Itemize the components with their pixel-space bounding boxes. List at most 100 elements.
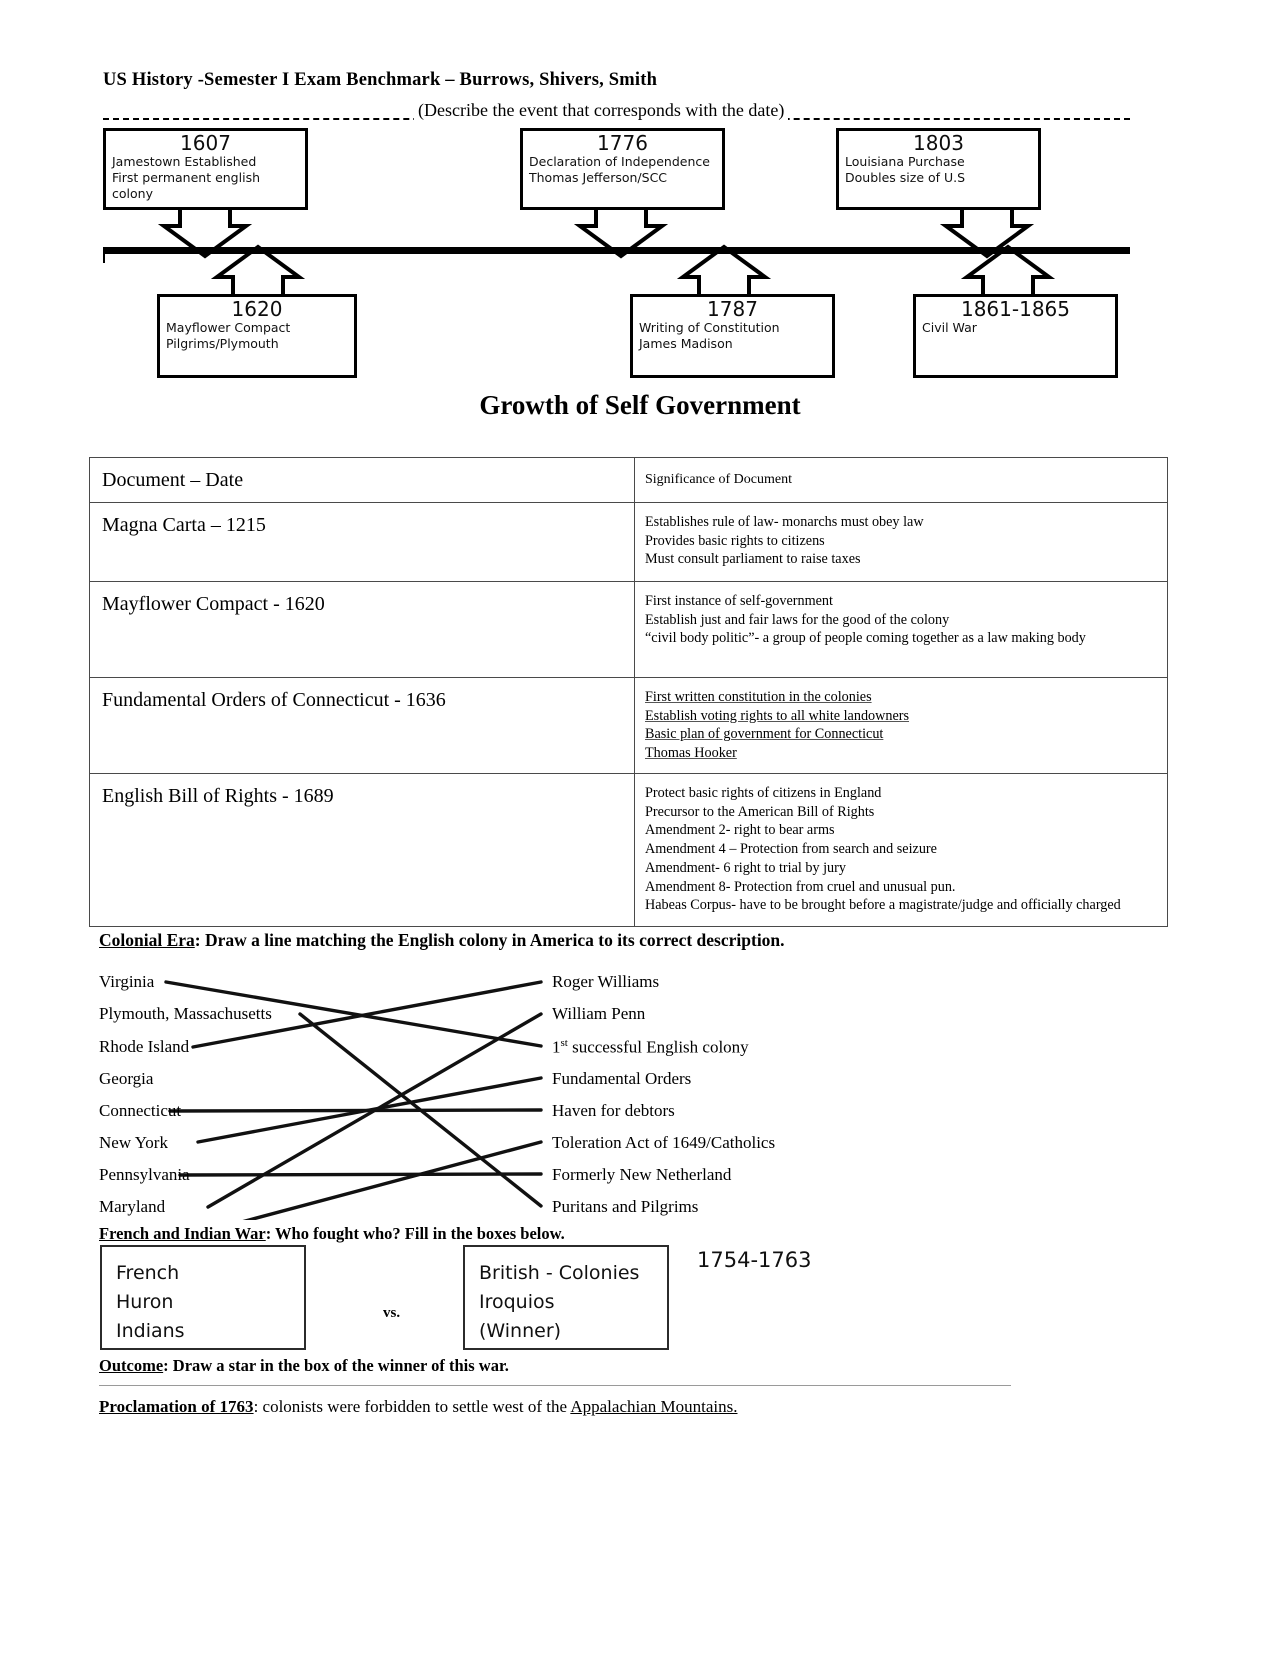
significance-line: Habeas Corpus- have to be brought before… <box>645 897 1121 914</box>
table-row: English Bill of Rights - 1689 Protect ba… <box>89 772 1168 927</box>
timeline-year-label: 1776 <box>597 131 648 155</box>
matching-exercise: Virginia Plymouth, Massachusetts Rhode I… <box>0 962 1280 1220</box>
versus-label: vs. <box>383 1305 401 1321</box>
timeline-event-desc: Mayflower Compact Pilgrims/Plymouth <box>166 320 291 351</box>
outcome-label: Outcome <box>99 1356 164 1375</box>
french-indian-war-instruction-rest: : Who fought who? Fill in the boxes belo… <box>265 1224 565 1243</box>
timeline-year-label: 1861-1865 <box>960 297 1070 321</box>
colonial-era-instruction-rest: : Draw a line matching the English colon… <box>194 930 785 950</box>
document-name: Fundamental Orders of Connecticut - 1636 <box>102 689 446 711</box>
significance-line: Amendment- 6 right to trial by jury <box>645 859 846 876</box>
proclamation-label: Proclamation of 1763 <box>99 1397 254 1416</box>
significance-line: First instance of self-government <box>645 593 833 609</box>
timeline-axis-start-tick <box>103 254 105 263</box>
document-name: Magna Carta – 1215 <box>102 514 266 536</box>
timeline-event-desc: Jamestown Established First permanent en… <box>112 154 260 201</box>
significance-line: “civil body politic”- a group of people … <box>645 630 1086 647</box>
french-indian-war-instruction: French and Indian War: Who fought who? F… <box>99 1224 565 1244</box>
colony-item-virginia[interactable]: Virginia <box>99 972 155 991</box>
proclamation-answer: Appalachian Mountains. <box>570 1397 738 1416</box>
significance-line: Amendment 2- right to bear arms <box>645 822 835 839</box>
page-title: US History -Semester I Exam Benchmark – … <box>103 70 658 90</box>
colony-item-rhode-island[interactable]: Rhode Island <box>99 1037 190 1056</box>
colony-item-georgia[interactable]: Georgia <box>99 1069 154 1088</box>
colony-item-pennsylvania[interactable]: Pennsylvania <box>99 1165 190 1184</box>
significance-line: Establish just and fair laws for the goo… <box>645 611 950 628</box>
significance-line: Amendment 8- Protection from cruel and u… <box>645 878 956 895</box>
table-row: Mayflower Compact - 1620 First instance … <box>89 581 1168 678</box>
significance-line: Basic plan of government for Connecticut <box>645 726 884 743</box>
section-heading-growth-of-self-government: Growth of Self Government <box>479 390 801 420</box>
french-side-box[interactable]: French Huron Indians <box>100 1245 306 1350</box>
timeline-year-label: 1607 <box>180 131 231 155</box>
significance-list: Establishes rule of law- monarchs must o… <box>635 503 1167 579</box>
british-side-box[interactable]: British - Colonies Iroquios (Winner) <box>463 1245 669 1350</box>
documents-table: Document – Date Significance of Document… <box>89 457 1168 927</box>
colonial-era-label: Colonial Era <box>99 930 195 950</box>
description-item-haven-for-debtors[interactable]: Haven for debtors <box>552 1101 675 1120</box>
timeline-event-desc: Declaration of Independence Thomas Jeffe… <box>529 154 710 185</box>
outcome-instruction-rest: : Draw a star in the box of the winner o… <box>163 1356 509 1375</box>
timeline-year-label: 1803 <box>913 131 964 155</box>
significance-line: Provides basic rights to citizens <box>645 532 825 549</box>
description-item-william-penn[interactable]: William Penn <box>552 1004 646 1023</box>
matching-lines <box>164 980 543 1220</box>
significance-line: Amendment 4 – Protection from search and… <box>645 841 937 858</box>
match-line <box>206 1012 543 1209</box>
significance-line: Establish voting rights to all white lan… <box>645 707 910 724</box>
column-header-significance: Significance of Document <box>645 472 792 487</box>
match-line <box>242 1140 543 1220</box>
description-item-puritans-pilgrims[interactable]: Puritans and Pilgrims <box>552 1197 699 1216</box>
match-line <box>178 1172 543 1177</box>
colony-item-maryland[interactable]: Maryland <box>99 1197 166 1216</box>
timeline-year-label: 1620 <box>231 297 283 321</box>
timeline-event-desc: Louisiana Purchase Doubles size of U.S <box>845 154 966 185</box>
significance-line: Precursor to the American Bill of Rights <box>645 803 875 820</box>
timeline-box-1776: 1776 Declaration of Independence Thomas … <box>520 128 725 210</box>
description-item-roger-williams[interactable]: Roger Williams <box>552 972 660 991</box>
outcome-instruction: Outcome: Draw a star in the box of the w… <box>99 1356 509 1376</box>
match-line <box>168 1108 543 1113</box>
document-name: English Bill of Rights - 1689 <box>102 784 334 807</box>
significance-list: First instance of self-government Establ… <box>635 582 1167 658</box>
timeline-box-1803: 1803 Louisiana Purchase Doubles size of … <box>836 128 1041 210</box>
timeline-box-1787: 1787 Writing of Constitution James Madis… <box>630 294 835 378</box>
timeline-box-1607: 1607 Jamestown Established First permane… <box>103 128 308 210</box>
french-indian-war-label: French and Indian War <box>99 1224 266 1243</box>
colony-item-new-york[interactable]: New York <box>99 1133 168 1152</box>
significance-line: Must consult parliament to raise taxes <box>645 551 861 568</box>
timeline-box-1620: 1620 Mayflower Compact Pilgrims/Plymouth <box>157 294 357 378</box>
timeline: 1607 Jamestown Established First permane… <box>0 110 1280 390</box>
timeline-box-1861-1865: 1861-1865 Civil War <box>913 294 1118 378</box>
colony-item-plymouth[interactable]: Plymouth, Massachusetts <box>99 1004 272 1023</box>
timeline-instruction: (Describe the event that corresponds wit… <box>414 100 789 121</box>
document-name: Mayflower Compact - 1620 <box>102 593 325 615</box>
description-item-first-colony[interactable]: 1st successful English colony <box>552 1037 749 1057</box>
horizontal-divider <box>99 1385 1011 1386</box>
proclamation-statement: Proclamation of 1763: colonists were for… <box>99 1397 738 1417</box>
proclamation-middle: : colonists were forbidden to settle wes… <box>253 1397 571 1416</box>
table-row: Magna Carta – 1215 Establishes rule of l… <box>89 502 1168 582</box>
significance-line: Establishes rule of law- monarchs must o… <box>645 514 924 530</box>
significance-line: Thomas Hooker <box>645 745 737 762</box>
timeline-year-label: 1787 <box>707 297 758 321</box>
match-line <box>196 1076 543 1144</box>
description-item-new-netherland[interactable]: Formerly New Netherland <box>552 1165 732 1184</box>
match-line <box>164 980 543 1048</box>
table-header-row: Document – Date Significance of Document <box>89 457 1168 503</box>
timeline-axis <box>103 247 1130 254</box>
match-line <box>191 980 543 1049</box>
colony-item-connecticut[interactable]: Connecticut <box>99 1101 182 1120</box>
timeline-event-desc: Civil War <box>922 320 977 335</box>
war-years-label: 1754-1763 <box>697 1248 812 1272</box>
column-header-document-date: Document – Date <box>102 469 244 491</box>
significance-line: Protect basic rights of citizens in Engl… <box>645 784 882 801</box>
significance-list: Protect basic rights of citizens in Engl… <box>635 774 1167 925</box>
description-item-fundamental-orders[interactable]: Fundamental Orders <box>552 1069 692 1088</box>
significance-line: First written constitution in the coloni… <box>645 689 872 705</box>
significance-list: First written constitution in the coloni… <box>635 678 1167 773</box>
description-item-toleration-act[interactable]: Toleration Act of 1649/Catholics <box>552 1133 776 1152</box>
table-row: Fundamental Orders of Connecticut - 1636… <box>89 677 1168 774</box>
colonial-era-instruction: Colonial Era: Draw a line matching the E… <box>99 930 785 951</box>
